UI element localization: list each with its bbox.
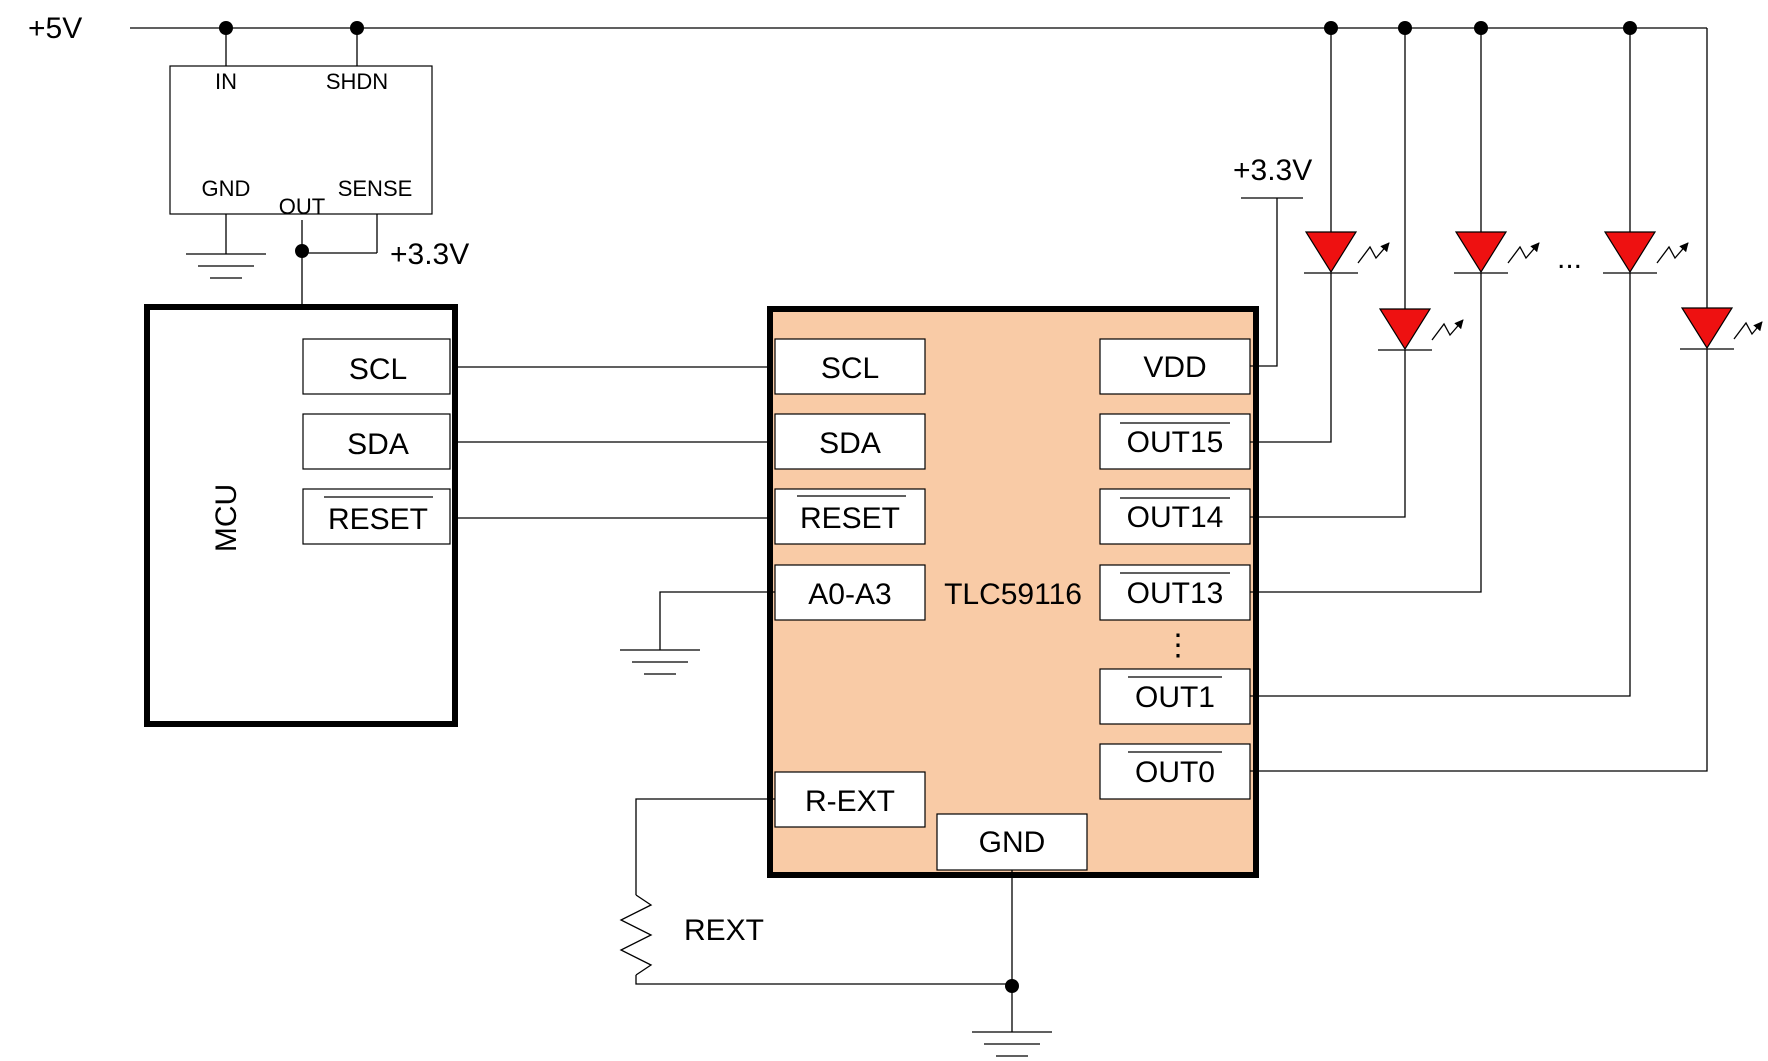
- driver-pin-out1-label: OUT1: [1135, 681, 1215, 714]
- mcu-body: [144, 304, 458, 727]
- mcu-pin-scl-label: SCL: [349, 353, 407, 386]
- wire-out0: [1250, 349, 1708, 772]
- mcu-pin-scl: [302, 338, 451, 395]
- regulator-pin-sense: SENSE: [338, 176, 413, 201]
- rail-3v3-regulator-label: +3.3V: [390, 238, 469, 271]
- driver-pin-vdd: [1099, 338, 1251, 395]
- driver-pin-gnd-label: GND: [979, 826, 1046, 859]
- driver-pin-scl-label: SCL: [821, 352, 879, 385]
- mcu-label: MCU: [210, 484, 243, 552]
- junction-dot: [1005, 979, 1019, 993]
- driver-pin-sda: [774, 413, 926, 470]
- driver-label: TLC59116: [944, 578, 1082, 611]
- mcu-pin-sda: [302, 413, 451, 470]
- driver-pin-out14-label: OUT14: [1127, 501, 1224, 534]
- mcu-pin-reset: [302, 488, 451, 545]
- regulator-pin-shdn: SHDN: [326, 69, 388, 94]
- driver-pin-out0-label: OUT0: [1135, 756, 1215, 789]
- junction-dot: [295, 244, 309, 258]
- rext-label: REXT: [684, 914, 764, 947]
- regulator-body: [169, 65, 433, 215]
- driver-pin-reset: [774, 488, 926, 545]
- driver-pin-out15-label: OUT15: [1127, 426, 1224, 459]
- driver-pin-rext-label: R-EXT: [805, 785, 895, 818]
- ground-icon: [186, 253, 266, 279]
- driver-pin-scl: [774, 338, 926, 395]
- wire-vdd: [1250, 198, 1278, 367]
- led-icon: [1378, 308, 1464, 351]
- led-icon: [1454, 231, 1540, 274]
- ground-icon: [972, 1031, 1052, 1057]
- wire-out15: [1250, 273, 1332, 443]
- led-icon: [1603, 231, 1689, 274]
- driver-pin-ellipsis: ⋮: [1163, 629, 1193, 662]
- mcu-pin-reset-label: RESET: [328, 503, 428, 536]
- driver-pin-sda-label: SDA: [819, 427, 881, 460]
- wire-a0a3: [659, 591, 775, 650]
- wire-out14: [1250, 350, 1406, 518]
- driver-pin-gnd: [936, 813, 1088, 871]
- regulator-pin-gnd: GND: [202, 176, 251, 201]
- led-icon: [1680, 307, 1763, 350]
- voltage-regulator: IN SHDN GND OUT SENSE: [169, 28, 433, 219]
- driver-pin-out1: [1099, 668, 1251, 725]
- resistor-icon: [619, 894, 653, 976]
- ground-icon: [620, 649, 700, 675]
- driver-pin-rext: [774, 771, 926, 828]
- wire-out1: [1250, 273, 1631, 697]
- mcu-pin-sda-label: SDA: [347, 428, 409, 461]
- driver-pin-vdd-label: VDD: [1143, 351, 1206, 384]
- rail-5v-label: +5V: [28, 12, 82, 45]
- led-icon: [1304, 231, 1390, 274]
- driver-pin-reset-label: RESET: [800, 502, 900, 535]
- driver-pin-out13: [1099, 564, 1251, 621]
- led-ellipsis: ...: [1557, 242, 1582, 275]
- wire-rext-return: [635, 975, 1012, 985]
- wire-rext: [635, 798, 775, 895]
- wire-out13: [1250, 273, 1482, 593]
- regulator-pin-out: OUT: [279, 194, 325, 219]
- rail-3v3-vdd-label: +3.3V: [1233, 154, 1312, 187]
- driver-pin-out13-label: OUT13: [1127, 577, 1224, 610]
- regulator-pin-in: IN: [215, 69, 237, 94]
- driver-pin-a0a3-label: A0-A3: [808, 578, 891, 611]
